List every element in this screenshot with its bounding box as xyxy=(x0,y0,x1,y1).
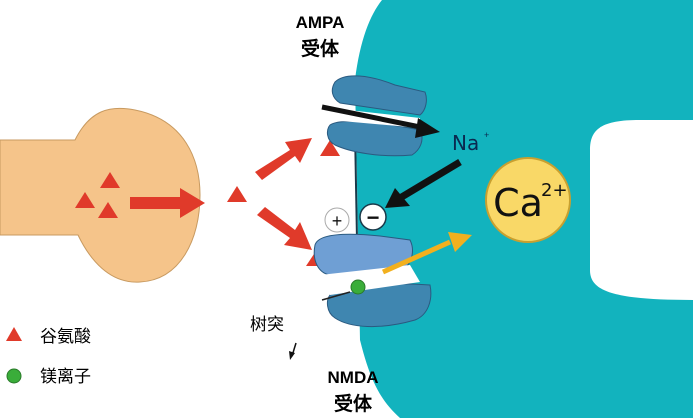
legend-magnesium: 镁离子 xyxy=(40,367,91,387)
nmda-label: NMDA xyxy=(328,368,379,387)
sodium-charge: + xyxy=(484,130,489,140)
release-arrows xyxy=(130,138,340,266)
sodium-label: Na xyxy=(452,131,479,155)
nmda-receptor xyxy=(313,233,432,327)
sodium-arrow-in xyxy=(321,104,440,138)
plus-sign: + xyxy=(332,211,343,231)
minus-sign: − xyxy=(367,205,380,230)
ampa-label: AMPA xyxy=(296,13,345,32)
calcium-charge: 2+ xyxy=(541,180,568,201)
dendrite-label: 树突 xyxy=(250,315,284,335)
circle-icon xyxy=(6,368,22,384)
calcium-label: Ca xyxy=(493,181,543,225)
calcium-ion xyxy=(485,157,571,243)
legend-glutamate: 谷氨酸 xyxy=(40,327,91,347)
legend: 谷氨酸 镁离子 xyxy=(6,327,91,387)
glutamate-vesicle xyxy=(75,172,120,218)
magnesium-ion xyxy=(350,279,366,295)
nmda-sub-label: 受体 xyxy=(334,392,373,415)
minus-charge xyxy=(359,203,387,231)
triangle-icon xyxy=(6,327,22,341)
calcium-arrow xyxy=(381,232,472,275)
presynaptic-terminal xyxy=(0,107,201,283)
dendrite-pointer-arrow xyxy=(289,342,297,360)
sodium-to-minus-arrow xyxy=(385,158,462,208)
plus-charge xyxy=(324,207,350,233)
ampa-sub-label: 受体 xyxy=(301,37,340,60)
